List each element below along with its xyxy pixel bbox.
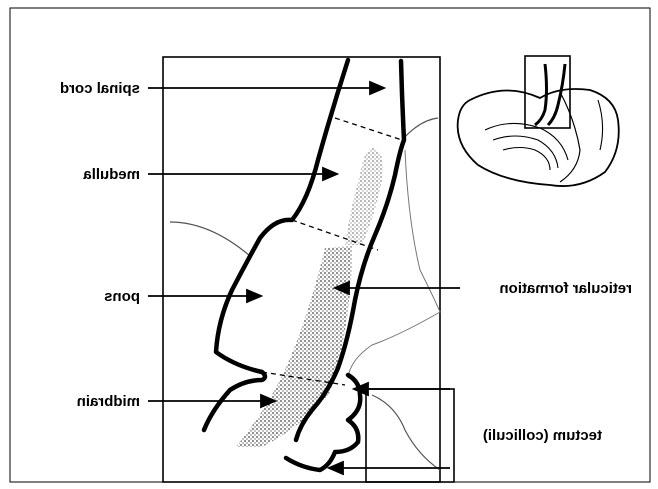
- label-medulla: medulla: [83, 166, 140, 183]
- label-reticular-formation: reticular formation: [499, 280, 632, 297]
- outline-right-upper: [402, 118, 438, 140]
- outline-left: [170, 222, 250, 256]
- boundary-spinal-medulla: [335, 118, 402, 140]
- label-spinal-cord: spinal cord: [60, 80, 140, 97]
- inset-brain: [458, 56, 619, 186]
- label-pons: pons: [104, 288, 140, 305]
- outline-tectum: [372, 395, 440, 470]
- label-midbrain: midbrain: [77, 393, 140, 410]
- label-tectum: tectum (colliculi): [483, 427, 602, 444]
- reticular-shading-lower: [236, 246, 352, 447]
